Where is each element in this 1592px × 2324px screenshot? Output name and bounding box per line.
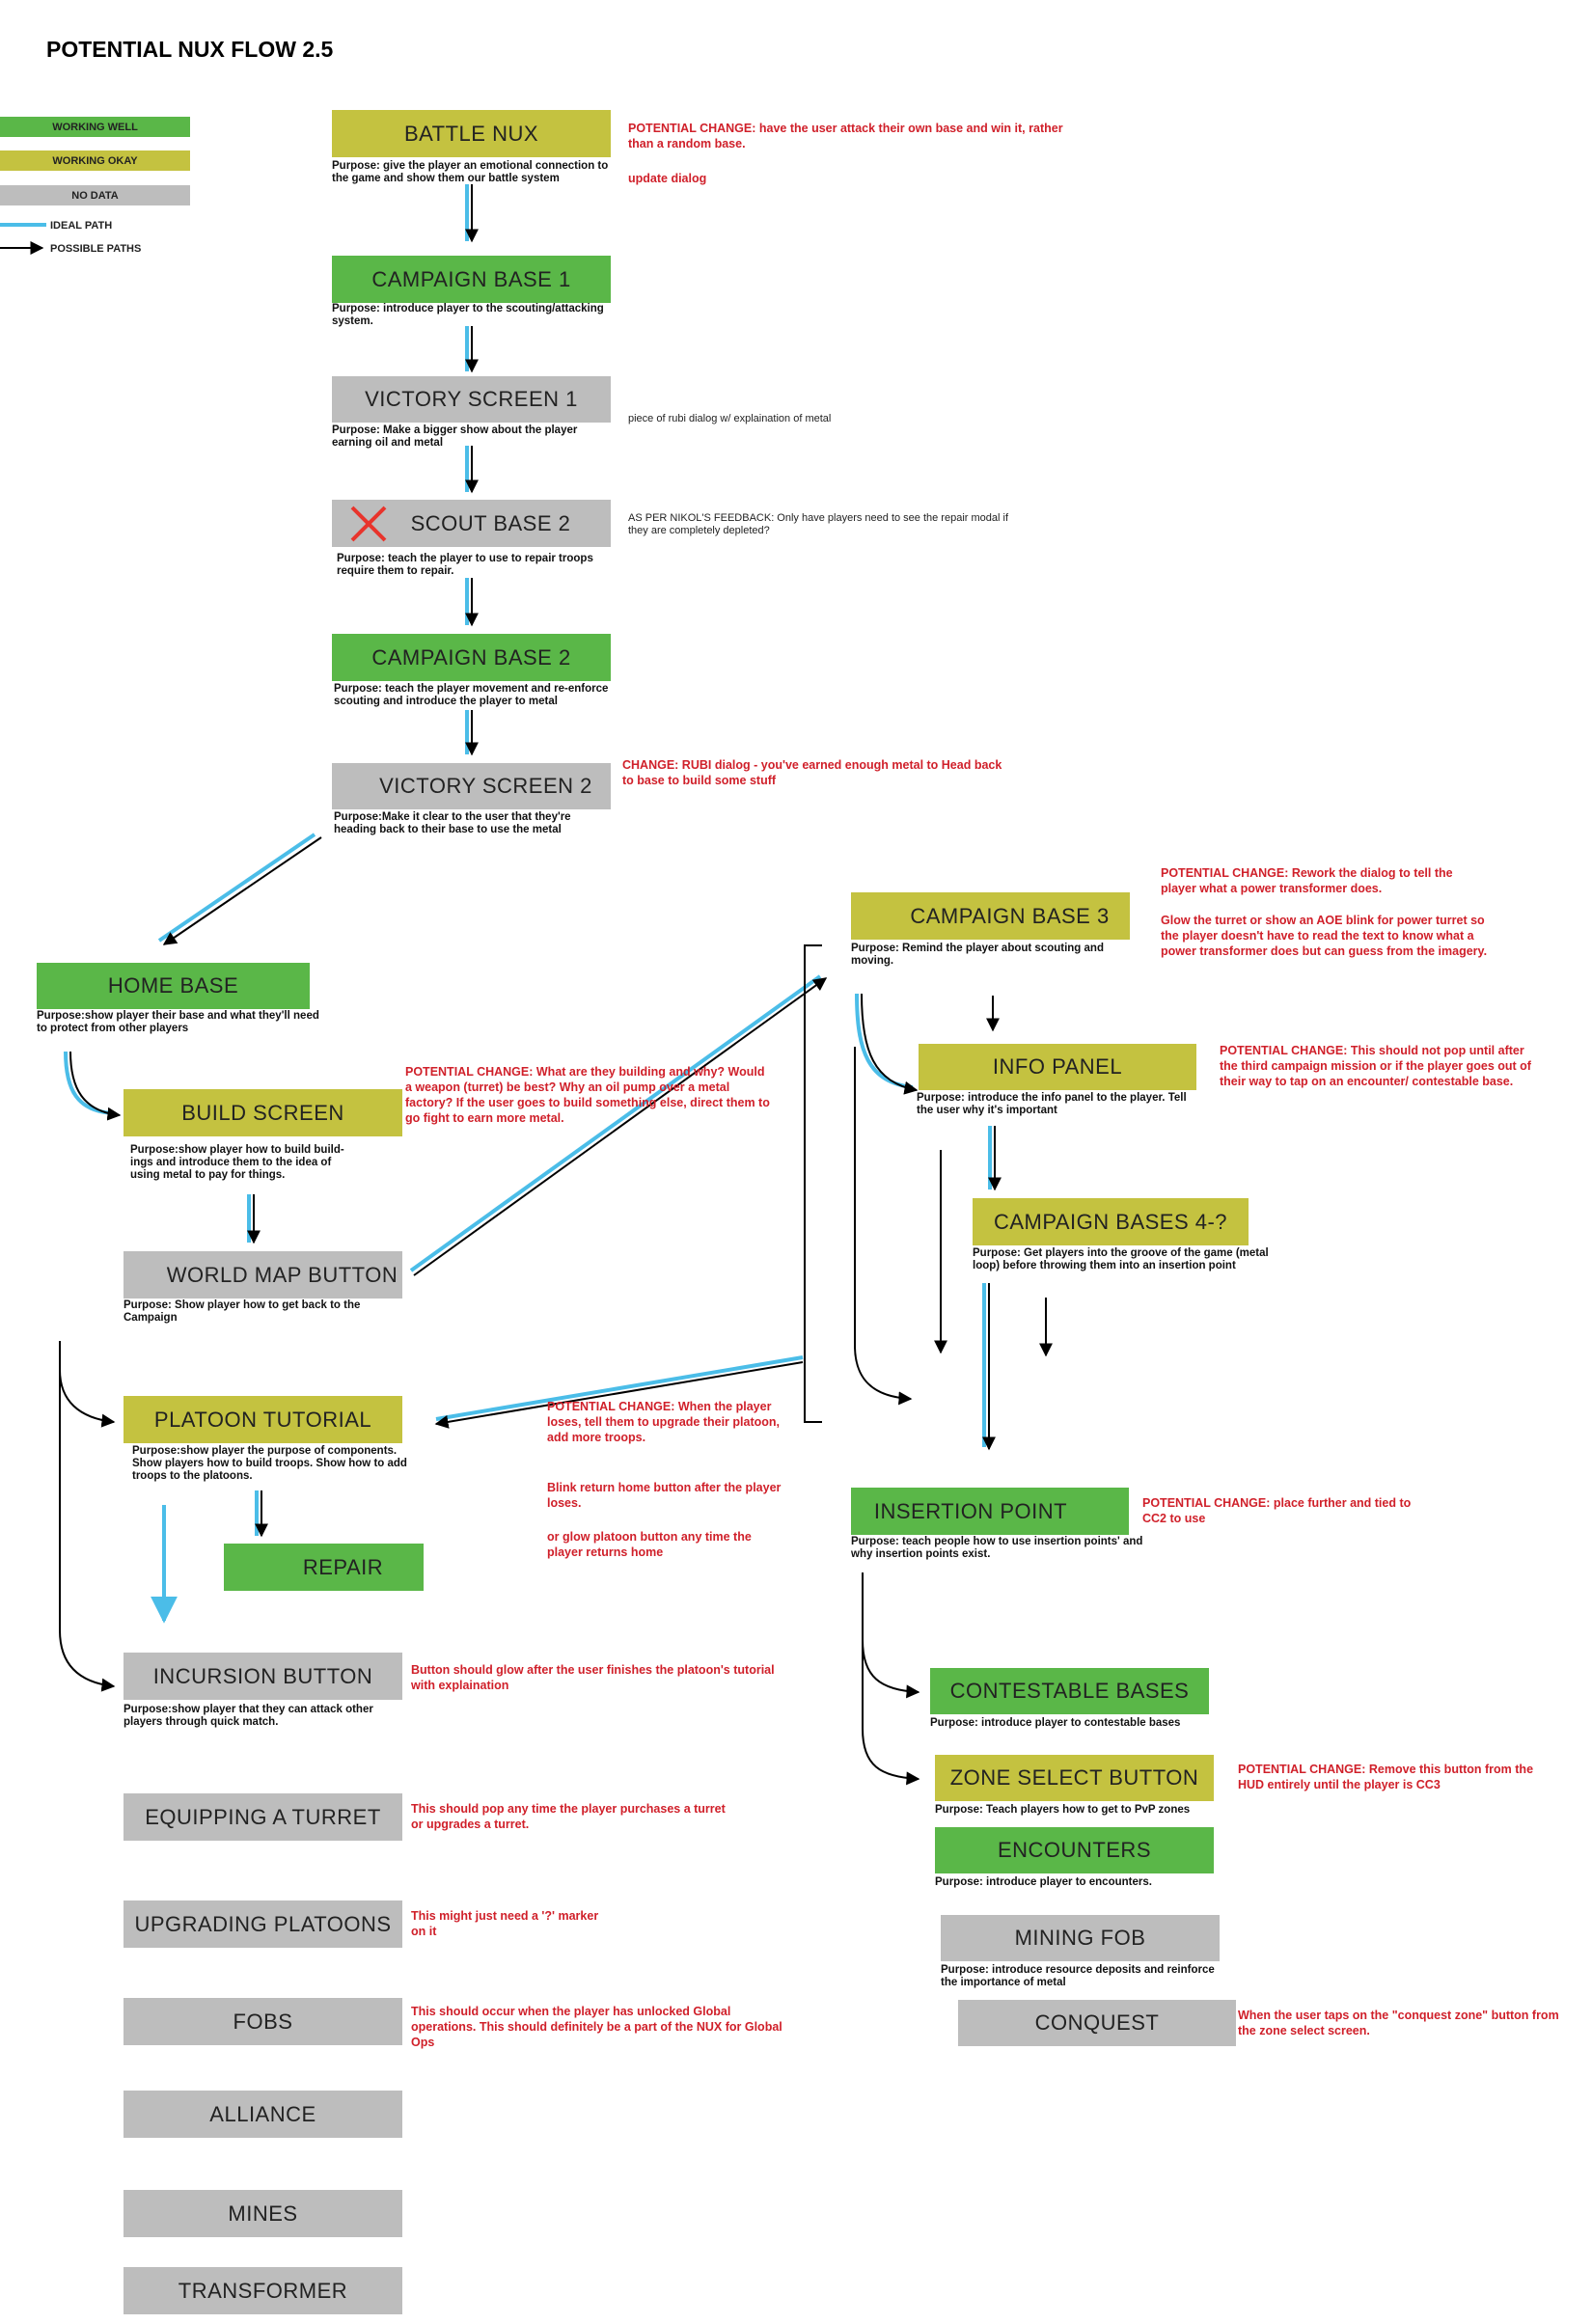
legend-possible-paths: POSSIBLE PATHS xyxy=(50,243,142,255)
chain-battle-to-campaign1 xyxy=(465,184,479,243)
node-incursion-button: INCURSION BUTTON xyxy=(124,1653,402,1700)
legend-working-well: WORKING WELL xyxy=(0,117,190,137)
chain-victory1-to-scout2 xyxy=(465,446,479,494)
purpose-info-panel: Purpose: introduce the info panel to the… xyxy=(917,1092,1187,1116)
note-upgrading: This might just need a '?' marker on it xyxy=(411,1909,599,1938)
purpose-insertion-point: Purpose: teach people how to use inserti… xyxy=(851,1536,1143,1560)
node-repair: REPAIR xyxy=(224,1544,424,1591)
note-battle-nux-update: update dialog xyxy=(628,172,707,185)
node-scout-base-2: SCOUT BASE 2 xyxy=(332,500,611,547)
chain-scout2-to-campaign2 xyxy=(465,578,479,627)
node-mines: MINES xyxy=(124,2190,402,2237)
purpose-build-screen: Purpose:show player how to build build-i… xyxy=(130,1144,344,1181)
note-victory-2-change: CHANGE: RUBI dialog - you've earned enou… xyxy=(622,758,1002,787)
purpose-incursion-button: Purpose:show player that they can attack… xyxy=(124,1704,373,1728)
note-info-panel-change: POTENTIAL CHANGE: This should not pop un… xyxy=(1220,1044,1531,1088)
node-platoon-tutorial: PLATOON TUTORIAL xyxy=(124,1396,402,1443)
node-victory-screen-2: VICTORY SCREEN 2 xyxy=(332,763,611,809)
node-insertion-point: INSERTION POINT xyxy=(851,1488,1129,1535)
note-insertion-change: POTENTIAL CHANGE: place further and tied… xyxy=(1142,1496,1412,1525)
purpose-campaign-base-3: Purpose: Remind the player about scoutin… xyxy=(851,943,1104,967)
purpose-home-base: Purpose:show player their base and what … xyxy=(37,1010,319,1034)
legend-ideal-path: IDEAL PATH xyxy=(50,220,113,232)
node-zone-select-button: ZONE SELECT BUTTON xyxy=(935,1755,1214,1801)
note-build-screen-change: POTENTIAL CHANGE: What are they building… xyxy=(405,1065,770,1125)
note-campaign-3-glow: Glow the turret or show an AOE blink for… xyxy=(1161,914,1488,958)
removed-x-icon xyxy=(350,506,387,542)
purpose-mining-fob: Purpose: introduce resource deposits and… xyxy=(941,1964,1215,1988)
note-scout-2: AS PER NIKOL'S FEEDBACK: Only have playe… xyxy=(628,512,1009,536)
purpose-campaign-base-2: Purpose: teach the player movement and r… xyxy=(334,683,609,707)
node-fobs: FOBS xyxy=(124,1998,402,2045)
purpose-victory-screen-2: Purpose:Make it clear to the user that t… xyxy=(334,811,571,835)
node-campaign-base-2: CAMPAIGN BASE 2 xyxy=(332,634,611,681)
legend-no-data: NO DATA xyxy=(0,185,190,205)
note-victory-1: piece of rubi dialog w/ explaination of … xyxy=(628,413,832,424)
legend-working-okay: WORKING OKAY xyxy=(0,150,190,171)
page-title: POTENTIAL NUX FLOW 2.5 xyxy=(46,37,334,62)
node-campaign-base-3: CAMPAIGN BASE 3 xyxy=(851,892,1130,940)
purpose-zone-select-button: Purpose: Teach players how to get to PvP… xyxy=(935,1804,1191,1816)
node-campaign-base-1: CAMPAIGN BASE 1 xyxy=(332,256,611,303)
purpose-campaign-base-1: Purpose: introduce player to the scoutin… xyxy=(332,303,604,327)
node-world-map-button: WORLD MAP BUTTON xyxy=(124,1251,402,1299)
node-encounters: ENCOUNTERS xyxy=(935,1827,1214,1873)
node-mining-fob: MINING FOB xyxy=(941,1915,1220,1961)
node-build-screen: BUILD SCREEN xyxy=(124,1089,402,1136)
purpose-world-map-button: Purpose: Show player how to get back to … xyxy=(124,1299,361,1324)
note-fobs: This should occur when the player has un… xyxy=(411,2005,782,2049)
purpose-encounters: Purpose: introduce player to encounters. xyxy=(935,1876,1152,1888)
node-home-base: HOME BASE xyxy=(37,963,310,1009)
node-campaign-bases-4: CAMPAIGN BASES 4-? xyxy=(973,1198,1249,1245)
node-contestable-bases: CONTESTABLE BASES xyxy=(930,1668,1209,1714)
note-turret: This should pop any time the player purc… xyxy=(411,1802,726,1831)
purpose-scout-base-2: Purpose: teach the player to use to repa… xyxy=(337,553,593,577)
node-victory-screen-1: VICTORY SCREEN 1 xyxy=(332,376,611,423)
purpose-battle-nux: Purpose: give the player an emotional co… xyxy=(332,160,609,184)
note-incursion: Button should glow after the user finish… xyxy=(411,1663,775,1692)
node-conquest: CONQUEST xyxy=(958,2000,1236,2046)
node-equipping-turret: EQUIPPING A TURRET xyxy=(124,1793,402,1841)
node-transformer: TRANSFORMER xyxy=(124,2267,402,2314)
node-alliance: ALLIANCE xyxy=(124,2091,402,2138)
note-campaign-3-change: POTENTIAL CHANGE: Rework the dialog to t… xyxy=(1161,866,1453,895)
purpose-campaign-bases-4: Purpose: Get players into the groove of … xyxy=(973,1247,1269,1271)
chain-campaign2-to-victory2 xyxy=(465,710,479,756)
note-conquest: When the user taps on the "conquest zone… xyxy=(1238,2009,1559,2037)
node-info-panel: INFO PANEL xyxy=(919,1044,1196,1090)
note-platoon-change-3: or glow platoon button any time the play… xyxy=(547,1530,752,1559)
note-zone-select-change: POTENTIAL CHANGE: Remove this button fro… xyxy=(1238,1763,1534,1791)
note-platoon-change-2: Blink return home button after the playe… xyxy=(547,1481,782,1510)
node-battle-nux: BATTLE NUX xyxy=(332,110,611,157)
note-battle-nux-change: POTENTIAL CHANGE: have the user attack t… xyxy=(628,122,1063,150)
purpose-platoon-tutorial: Purpose:show player the purpose of compo… xyxy=(132,1445,407,1482)
node-upgrading-platoons: UPGRADING PLATOONS xyxy=(124,1900,402,1948)
purpose-victory-screen-1: Purpose: Make a bigger show about the pl… xyxy=(332,424,578,449)
note-platoon-change-1: POTENTIAL CHANGE: When the player loses,… xyxy=(547,1400,780,1444)
chain-campaign1-to-victory1 xyxy=(465,326,479,373)
purpose-contestable-bases: Purpose: introduce player to contestable… xyxy=(930,1717,1181,1729)
